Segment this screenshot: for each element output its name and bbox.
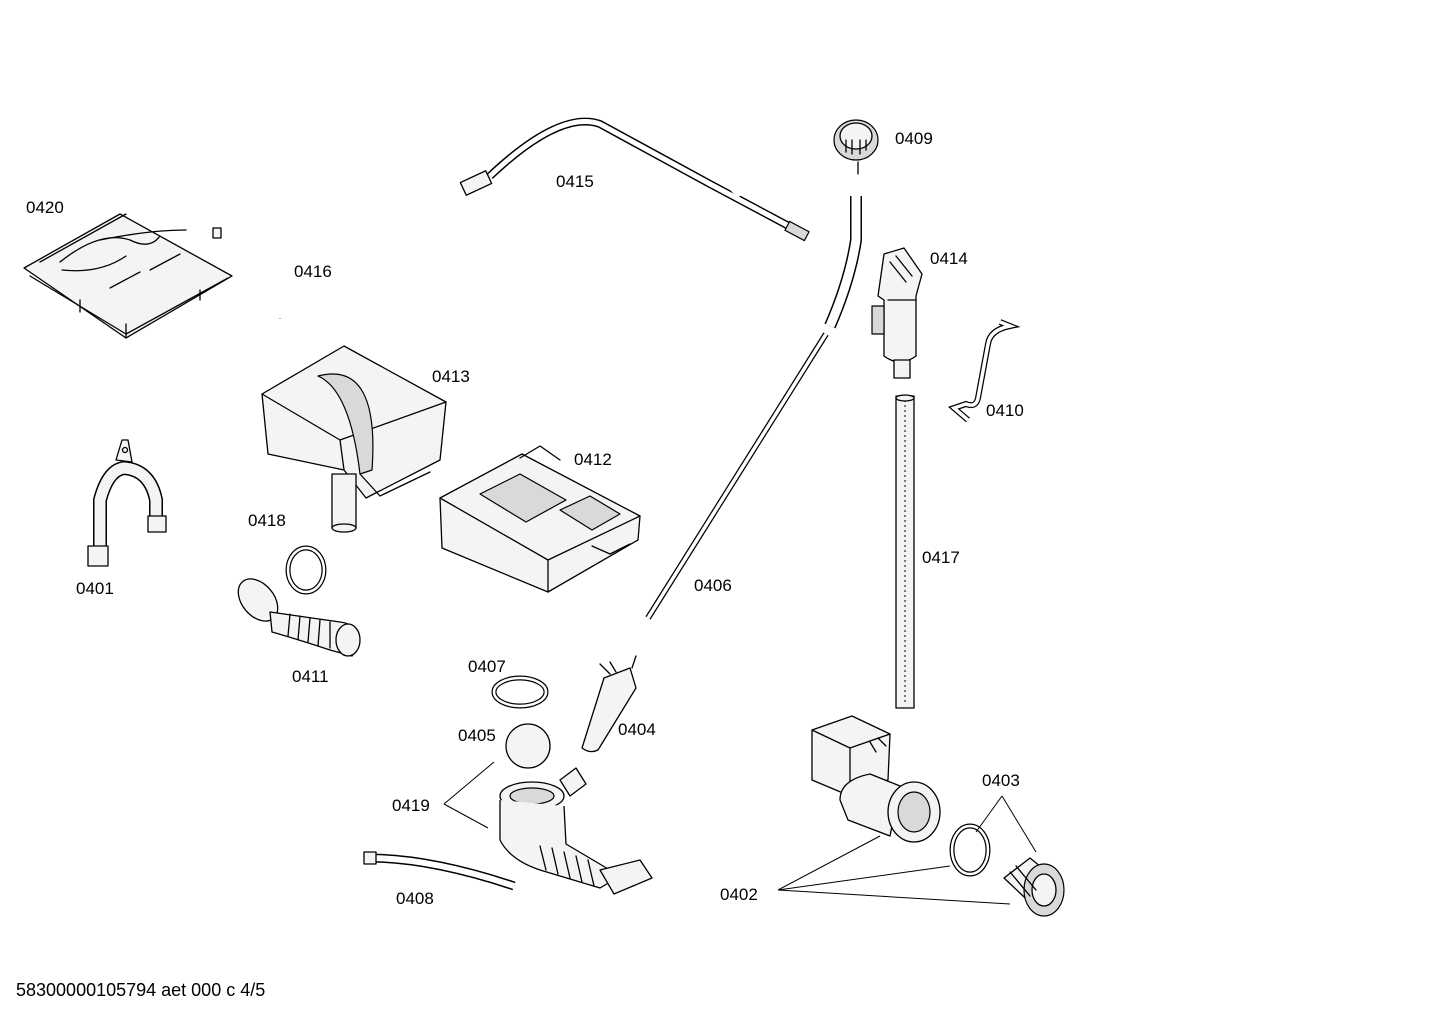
- part-0418-o-ring[interactable]: [285, 545, 327, 595]
- part-0417-hose-vertical[interactable]: [895, 394, 915, 709]
- label-0419: 0419: [392, 796, 430, 815]
- document-id: 58300000105794 aet 000 c 4/5: [16, 980, 266, 1000]
- part-0411-bellows-hose[interactable]: [230, 571, 361, 657]
- part-0408-short-hose[interactable]: [363, 851, 516, 891]
- label-0412: 0412: [574, 450, 612, 469]
- label-0408: 0408: [396, 889, 434, 908]
- part-0414-air-trap[interactable]: [871, 247, 923, 379]
- part-0413-dispenser-housing[interactable]: [261, 345, 447, 533]
- label-0416: 0416: [294, 262, 332, 281]
- label-0409: 0409: [895, 129, 933, 148]
- part-0401-drain-hose-bend[interactable]: [87, 439, 167, 567]
- part-0412-detergent-drawer[interactable]: [439, 445, 641, 593]
- label-0403: 0403: [982, 771, 1020, 790]
- part-0416-hose-bent[interactable]: [212, 227, 282, 319]
- label-0415: 0415: [556, 172, 594, 191]
- label-0410: 0410: [986, 401, 1024, 420]
- part-0405-ball[interactable]: [505, 723, 551, 769]
- part-0406-rod[interactable]: [645, 196, 862, 620]
- leader-0402: [777, 835, 1011, 905]
- part-0404-heater-sensor[interactable]: [581, 655, 637, 753]
- label-0407: 0407: [468, 657, 506, 676]
- part-0409-pressure-switch[interactable]: [833, 119, 879, 175]
- label-0401: 0401: [76, 579, 114, 598]
- leader-0419: [443, 761, 495, 829]
- label-0411: 0411: [292, 667, 329, 686]
- leader-0403: [975, 795, 1037, 853]
- part-0415-hose-long[interactable]: [459, 117, 810, 242]
- label-0413: 0413: [432, 367, 470, 386]
- part-0402-drain-pump[interactable]: [811, 715, 941, 843]
- label-0406: 0406: [694, 576, 732, 595]
- part-0419-sump-hose[interactable]: [499, 767, 653, 895]
- label-0414: 0414: [930, 249, 968, 268]
- part-0403-pump-filter-and-seal[interactable]: [949, 823, 1065, 917]
- part-0420-dispenser-cover[interactable]: [23, 213, 233, 339]
- label-0402: 0402: [720, 885, 758, 904]
- label-0405: 0405: [458, 726, 496, 745]
- label-0418: 0418: [248, 511, 286, 530]
- label-0404: 0404: [618, 720, 656, 739]
- part-0407-ring-seal[interactable]: [491, 675, 549, 709]
- part-0410-bent-hose[interactable]: [948, 319, 1021, 423]
- label-0420: 0420: [26, 198, 64, 217]
- label-0417: 0417: [922, 548, 960, 567]
